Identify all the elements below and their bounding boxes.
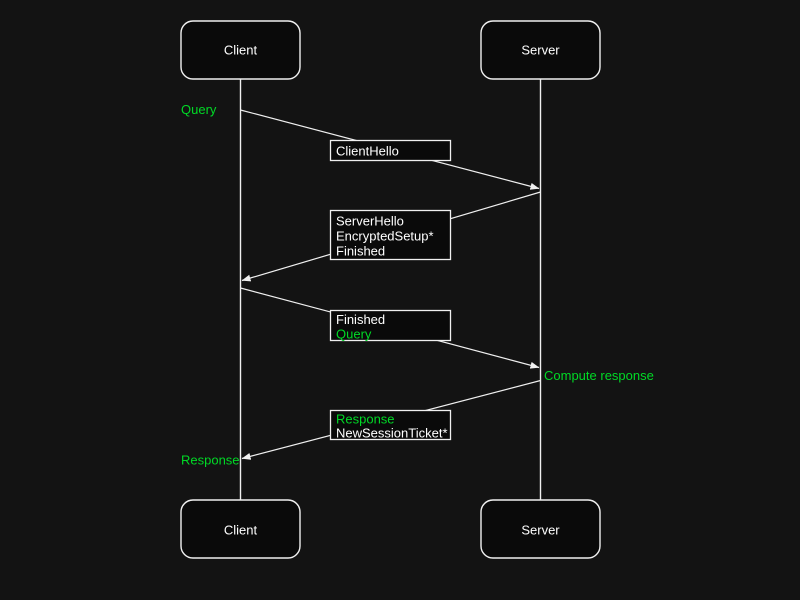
client-actor-top-label: Client: [224, 43, 258, 58]
server-response-message: Response NewSessionTicket*: [329, 409, 452, 441]
server-hello-message: ServerHello EncryptedSetup* Finished: [329, 209, 452, 261]
client-finished-box: [329, 309, 452, 342]
client-actor-top-box: [180, 20, 301, 80]
server-actor-top-box: [480, 20, 601, 80]
client-actor-bottom-box: [180, 499, 301, 559]
server-actor-top-label: Server: [521, 43, 560, 58]
client-actor-bottom-label: Client: [224, 523, 258, 538]
server-actor-bottom-box: [480, 499, 601, 559]
client-actor-top: Client: [180, 20, 301, 80]
server-response-line1: Response: [336, 412, 395, 427]
client-actor-bottom: Client: [180, 499, 301, 559]
client-hello-message: ClientHello: [329, 139, 452, 162]
client-hello-line1: ClientHello: [336, 144, 399, 159]
server-actor-bottom: Server: [480, 499, 601, 559]
server-hello-line2: EncryptedSetup*: [336, 229, 434, 244]
client-finished-line1: Finished: [336, 312, 385, 327]
response-annotation: Response: [181, 453, 240, 468]
client-hello-box: [329, 139, 452, 162]
server-response-box: [329, 409, 452, 441]
server-actor-top: Server: [480, 20, 601, 80]
server-actor-bottom-label: Server: [521, 523, 560, 538]
compute-response-annotation: Compute response: [544, 368, 654, 383]
server-hello-box: [329, 209, 452, 261]
server-response-line2: NewSessionTicket*: [336, 426, 448, 441]
query-annotation: Query: [181, 102, 217, 117]
server-hello-line1: ServerHello: [336, 214, 404, 229]
client-finished-line2: Query: [336, 327, 372, 342]
client-finished-message: Finished Query: [329, 309, 452, 342]
server-hello-line3: Finished: [336, 244, 385, 259]
